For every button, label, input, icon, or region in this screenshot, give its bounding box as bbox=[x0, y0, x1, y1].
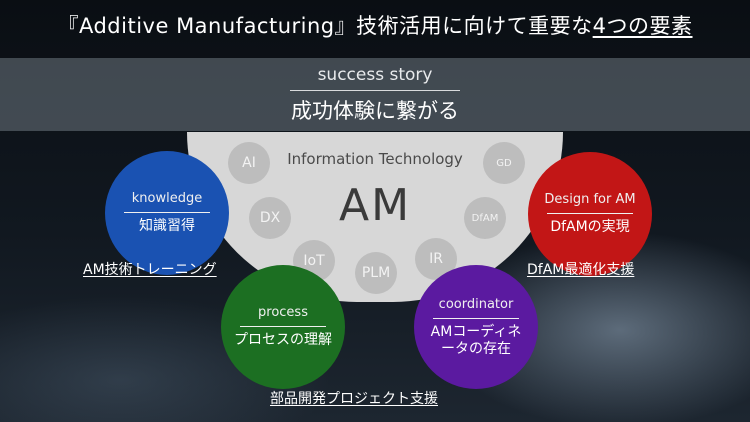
process-circle: process プロセスの理解 bbox=[221, 265, 345, 389]
dfam-circle: Design for AM DfAMの実現 bbox=[528, 152, 652, 276]
process-jp: プロセスの理解 bbox=[234, 332, 332, 348]
slide-title: 『Additive Manufacturing』技術活用に向けて重要な4つの要素 bbox=[0, 10, 750, 40]
subtitle-band: success story 成功体験に繋がる bbox=[0, 58, 750, 131]
title-prefix: 『Additive Manufacturing』技術活用に向けて重要な bbox=[57, 14, 593, 38]
dfam-divider bbox=[547, 213, 633, 214]
knowledge-circle: knowledge 知識習得 bbox=[105, 151, 229, 275]
bubble-dfam: DfAM bbox=[464, 197, 506, 239]
bubble-gd: GD bbox=[483, 142, 525, 184]
dome-label: Information Technology bbox=[287, 150, 463, 168]
process-en: process bbox=[258, 305, 308, 320]
process-caption: 部品開発プロジェクト支援 bbox=[270, 391, 438, 407]
bubble-ir: IR bbox=[415, 238, 457, 280]
coordinator-circle: coordinator AMコーディネータの存在 bbox=[414, 265, 538, 389]
am-core-label: AM bbox=[338, 180, 412, 231]
dfam-jp: DfAMの実現 bbox=[550, 219, 630, 235]
knowledge-en: knowledge bbox=[131, 191, 203, 206]
coordinator-jp: AMコーディネータの存在 bbox=[430, 323, 522, 357]
bubble-dx: DX bbox=[249, 197, 291, 239]
band-heading: 成功体験に繋がる bbox=[291, 99, 459, 123]
knowledge-divider bbox=[124, 212, 210, 213]
coordinator-en: coordinator bbox=[438, 296, 514, 312]
bubble-ai: AI bbox=[228, 142, 270, 184]
band-divider bbox=[290, 90, 460, 91]
coordinator-divider bbox=[433, 317, 519, 319]
knowledge-caption: AM技術トレーニング bbox=[83, 262, 217, 278]
process-divider bbox=[240, 326, 326, 327]
dfam-en: Design for AM bbox=[544, 192, 636, 207]
band-subtitle: success story bbox=[317, 65, 433, 85]
knowledge-jp: 知識習得 bbox=[139, 218, 195, 234]
dfam-caption: DfAM最適化支援 bbox=[527, 262, 635, 278]
title-highlight: 4つの要素 bbox=[592, 14, 693, 38]
bubble-plm: PLM bbox=[355, 252, 397, 294]
